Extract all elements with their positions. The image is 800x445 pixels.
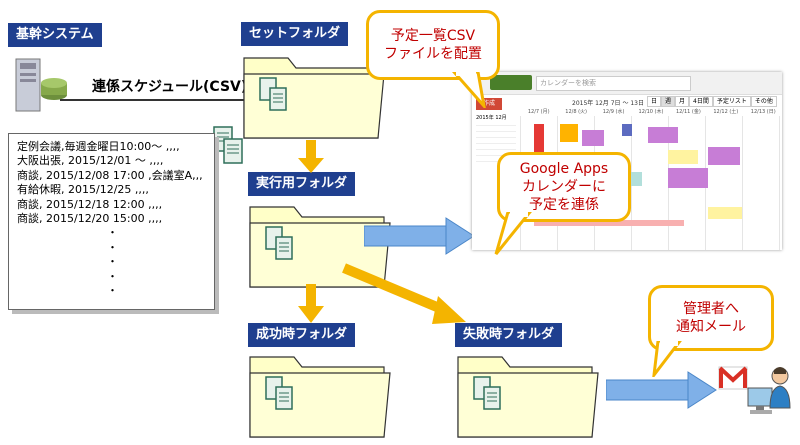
day-header: 12/7 (月) xyxy=(527,109,550,115)
view-month[interactable]: 月 xyxy=(675,96,690,107)
day-header: 12/8 (火) xyxy=(565,109,587,115)
set-folder-icon xyxy=(243,57,385,139)
event-block[interactable] xyxy=(648,127,678,143)
event-block[interactable] xyxy=(708,207,742,219)
day-header: 12/9 (水) xyxy=(602,109,625,115)
event-block[interactable] xyxy=(708,147,740,165)
exec-folder-label: 実行用フォルダ xyxy=(248,172,356,196)
view-day[interactable]: 日 xyxy=(647,96,662,107)
csv-ellipsis: ・ xyxy=(107,255,118,269)
success-folder-label: 成功時フォルダ xyxy=(248,323,356,347)
calendar-logo xyxy=(490,75,532,90)
event-block[interactable] xyxy=(534,124,544,164)
event-block[interactable] xyxy=(668,150,698,164)
event-block[interactable] xyxy=(622,124,632,136)
view-4days[interactable]: 4日間 xyxy=(689,96,713,107)
arrow-right-fail-to-mail xyxy=(606,371,717,409)
callout-line: 管理者へ xyxy=(683,301,739,317)
event-block[interactable] xyxy=(534,220,684,226)
csv-line: 大阪出張, 2015/12/01 ～ ,,,, xyxy=(17,154,164,168)
fail-folder-icon xyxy=(457,356,599,438)
callout-line: ファイルを配置 xyxy=(384,46,482,62)
server-icon xyxy=(15,58,67,112)
day-header: 12/11 (金) xyxy=(675,109,701,115)
csv-content-panel: 定例会議,毎週金曜日10:00～ ,,,, 大阪出張, 2015/12/01 ～… xyxy=(8,133,215,310)
calendar-date-range: 2015年 12月 7日 ～ 13日 xyxy=(572,100,644,107)
callout-line: カレンダーに xyxy=(522,179,606,195)
csv-ellipsis: ・ xyxy=(107,226,118,240)
view-agenda[interactable]: 予定リスト xyxy=(712,96,751,107)
arrow-right-exec-to-google xyxy=(364,217,475,255)
csv-ellipsis: ・ xyxy=(107,284,118,298)
fail-folder-label: 失敗時フォルダ xyxy=(455,323,563,347)
google-callout: Google Apps カレンダーに 予定を連係 xyxy=(497,152,631,222)
csv-line: 商談, 2015/12/20 15:00 ,,,, xyxy=(17,212,163,226)
csv-line: 有給休暇, 2015/12/25 ,,,, xyxy=(17,183,149,197)
callout-line: 通知メール xyxy=(676,319,746,335)
document-icon xyxy=(213,126,243,164)
csv-line: 定例会議,毎週金曜日10:00～ ,,,, xyxy=(17,140,180,153)
csv-line: 商談, 2015/12/18 12:00 ,,,, xyxy=(17,197,163,211)
callout-line: 予定一覧CSV xyxy=(390,28,476,44)
arrow-down-set-to-exec xyxy=(298,140,324,173)
event-block[interactable] xyxy=(560,124,578,142)
gmail-icon xyxy=(718,366,748,390)
day-headers xyxy=(520,98,782,108)
notify-callout: 管理者へ 通知メール xyxy=(648,285,774,351)
place-csv-callout-tail xyxy=(452,72,486,108)
csv-schedule-label: 連係スケジュール(CSV) xyxy=(92,79,248,95)
place-csv-callout: 予定一覧CSV ファイルを配置 xyxy=(366,10,500,80)
set-folder-label: セットフォルダ xyxy=(241,22,349,46)
csv-ellipsis: ・ xyxy=(107,240,118,254)
event-block[interactable] xyxy=(668,168,708,188)
arrow-down-exec-to-success xyxy=(298,284,324,323)
google-callout-tail xyxy=(494,212,532,255)
csv-line: 商談, 2015/12/08 17:00 ,会議室A,,, xyxy=(17,168,203,182)
callout-line: Google Apps xyxy=(519,161,609,177)
callout-line: 予定を連係 xyxy=(529,197,599,213)
event-block[interactable] xyxy=(582,130,604,146)
arrow-diag-exec-to-fail xyxy=(342,263,466,324)
notify-callout-tail xyxy=(652,341,682,377)
kikan-system-label: 基幹システム xyxy=(8,23,102,47)
day-header: 12/12 (土) xyxy=(713,109,739,115)
calendar-search-input[interactable]: カレンダーを検索 xyxy=(536,76,691,91)
view-more[interactable]: その他 xyxy=(750,96,777,107)
mini-month-title: 2015年 12月 xyxy=(476,115,507,121)
day-header: 12/10 (木) xyxy=(638,109,664,115)
csv-ellipsis: ・ xyxy=(107,269,118,283)
success-folder-icon xyxy=(249,356,391,438)
admin-user-icon xyxy=(747,367,791,414)
day-header: 12/13 (日) xyxy=(750,109,776,115)
view-week[interactable]: 週 xyxy=(661,96,676,107)
